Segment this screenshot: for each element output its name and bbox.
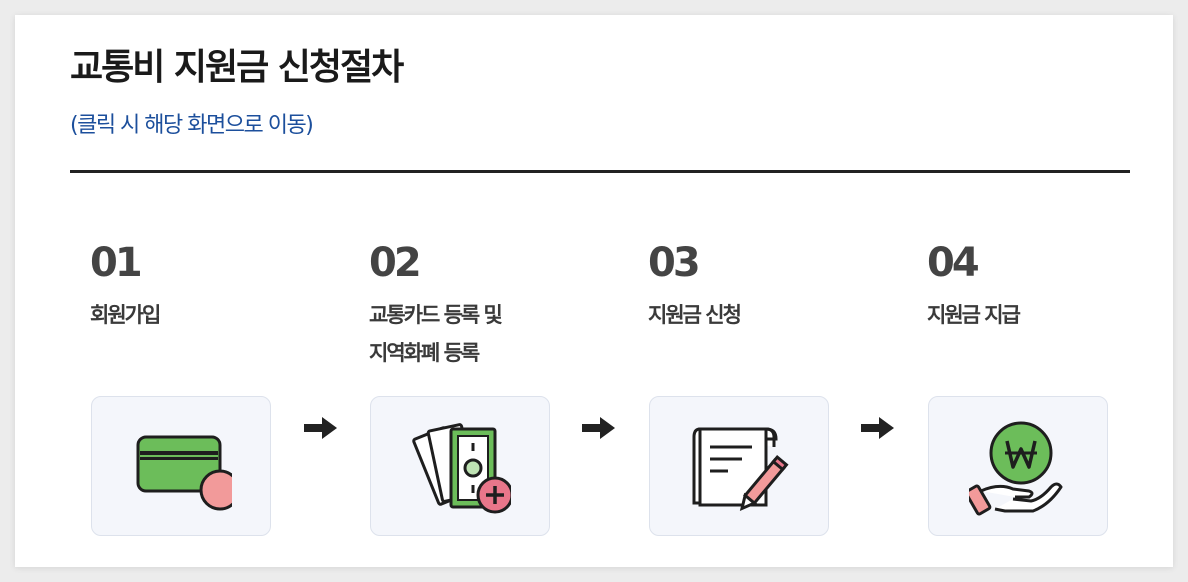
document-pen-icon xyxy=(692,427,789,512)
step-number-4: 04 xyxy=(927,240,980,286)
won-coin-hand-icon xyxy=(969,421,1063,516)
step-label-1: 회원가입 xyxy=(90,296,161,334)
arrow-right-icon xyxy=(861,417,894,439)
step-4-link-box[interactable] xyxy=(928,396,1108,536)
step-label-1-line1: 회원가입 xyxy=(90,303,161,327)
step-label-2-line2: 지역화폐 등록 xyxy=(369,341,480,365)
credit-card-icon xyxy=(136,435,232,511)
page-title: 교통비 지원금 신청절차 xyxy=(70,47,404,88)
arrow-right-icon xyxy=(582,417,615,439)
step-label-4: 지원금 지급 xyxy=(927,296,1021,334)
step-label-3: 지원금 신청 xyxy=(648,296,742,334)
step-number-2: 02 xyxy=(369,240,422,286)
title-divider xyxy=(70,170,1130,173)
step-2-link-box[interactable] xyxy=(370,396,550,536)
step-3-link-box[interactable] xyxy=(649,396,829,536)
step-label-3-line1: 지원금 신청 xyxy=(648,303,742,327)
arrow-right-icon xyxy=(304,417,337,439)
money-add-icon xyxy=(412,423,511,514)
step-1-link-box[interactable] xyxy=(91,396,271,536)
step-label-4-line1: 지원금 지급 xyxy=(927,303,1021,327)
page-subtitle: (클릭 시 해당 화면으로 이동) xyxy=(70,113,314,138)
step-number-1: 01 xyxy=(90,240,143,286)
step-label-2-line1: 교통카드 등록 및 xyxy=(369,303,503,327)
step-label-2: 교통카드 등록 및 지역화폐 등록 xyxy=(369,296,503,372)
step-number-3: 03 xyxy=(648,240,701,286)
